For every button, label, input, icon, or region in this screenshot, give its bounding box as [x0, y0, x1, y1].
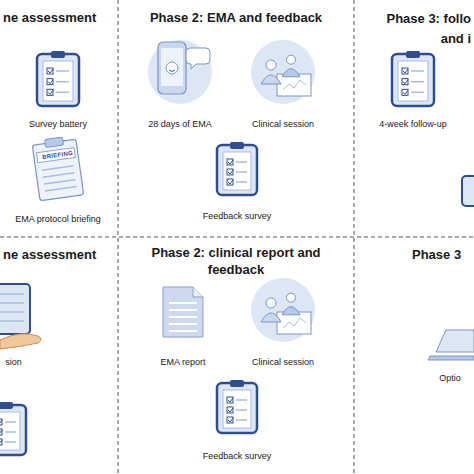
- step-caption: Feedback survey: [201, 451, 274, 462]
- phase-panel: Phase 2: EMA and feedback 28 days of EMA C…: [118, 0, 354, 236]
- survey-icon: [217, 142, 257, 195]
- step-caption: 4-week follow-up: [377, 119, 449, 130]
- step-item: Survey battery: [27, 119, 90, 130]
- step-item: Clinical session: [250, 357, 317, 368]
- phase-heading: Phase 2: clinical report and feedback: [131, 244, 341, 278]
- step-caption: Clinical session: [250, 357, 317, 368]
- step-item: Feedback survey: [201, 451, 274, 462]
- step-caption: 28 days of EMA: [146, 119, 214, 130]
- laptop-icon: [428, 330, 474, 360]
- step-item: 28 days of EMA: [146, 119, 214, 130]
- step-item: sion: [3, 357, 24, 368]
- phase-heading: ne assessment: [3, 9, 117, 26]
- step-caption: EMA protocol briefing: [13, 214, 103, 225]
- step-item: EMA report: [158, 357, 208, 368]
- survey-icon: [217, 380, 257, 433]
- survey-icon: [392, 51, 434, 106]
- icon-label: BRIEFING: [42, 150, 74, 160]
- step-caption: Optio: [437, 373, 463, 384]
- survey-icon: [0, 402, 26, 455]
- phase-panel: Phase 2: clinical report and feedbackEMA…: [118, 238, 354, 474]
- person-icon: [261, 298, 281, 322]
- phase-panel: Phase 3: follo and i 4-week follow-up: [354, 0, 474, 236]
- report-icon: [163, 287, 203, 337]
- phase-heading: Phase 3: [412, 246, 474, 263]
- step-caption: EMA report: [158, 357, 208, 368]
- step-item: Feedback survey: [201, 211, 274, 222]
- person-icon: [261, 60, 281, 84]
- survey-icon: [37, 51, 79, 106]
- step-caption: Survey battery: [27, 119, 90, 130]
- phase-heading: Phase 3: follo and i: [374, 9, 471, 49]
- panel-divider: [0, 237, 474, 238]
- phase-heading: ne assessment: [3, 246, 117, 263]
- icon-ground: [251, 278, 315, 342]
- step-item: EMA protocol briefing: [13, 214, 103, 225]
- briefing-icon: [32, 135, 84, 201]
- phone-icon: [158, 42, 210, 94]
- step-item: Optio: [437, 373, 463, 384]
- phase-panel: ne assessmentSurvey batteryEMA protocol …: [0, 0, 118, 236]
- phase-panel: Phase 3 Optio: [354, 238, 474, 474]
- phase-heading: Phase 2: EMA and feedback: [118, 9, 354, 26]
- step-caption: Clinical session: [250, 119, 317, 130]
- person-icon: [282, 55, 300, 77]
- icon-ground: [251, 40, 315, 104]
- person-icon: [282, 293, 300, 315]
- icon-ground: [148, 40, 212, 104]
- partial-icon: [462, 176, 474, 206]
- step-item: Clinical session: [250, 119, 317, 130]
- step-caption: sion: [3, 357, 24, 368]
- step-caption: Feedback survey: [201, 211, 274, 222]
- step-item: 4-week follow-up: [377, 119, 449, 130]
- phase-panel: ne assessment sion: [0, 238, 118, 474]
- panel-divider: [118, 0, 119, 474]
- tablet-icon: [0, 284, 41, 349]
